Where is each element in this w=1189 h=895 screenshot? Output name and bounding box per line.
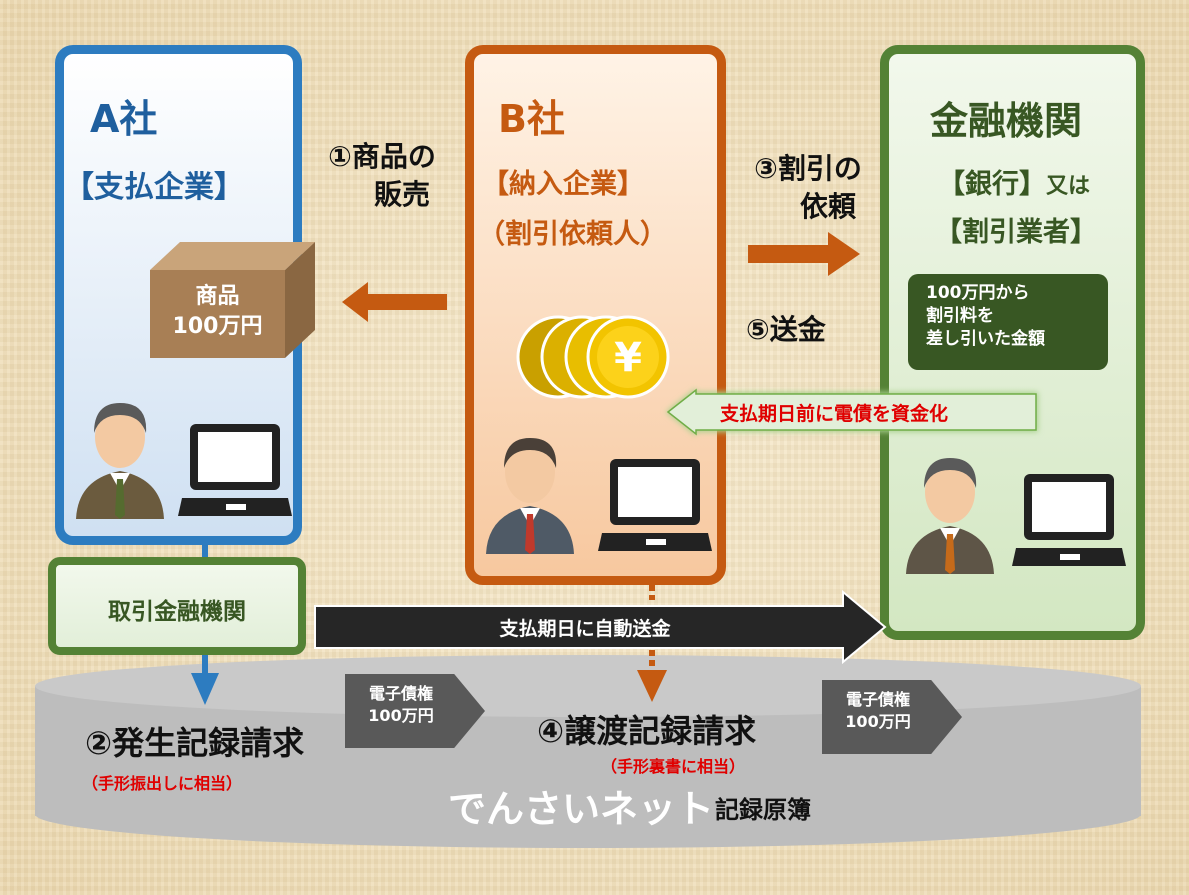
claim-1-line-1: 電子債権 <box>368 684 433 703</box>
claim-tag-2: 電子債権 100万円 <box>822 680 962 754</box>
financial-role1-line: 【銀行】又は <box>938 162 1090 201</box>
step1-label: ①商品の 販売 <box>302 138 462 214</box>
financial-role1: 【銀行】 <box>938 169 1046 200</box>
step3-label: ③割引の 依頼 <box>728 150 888 226</box>
discount-note-badge: 100万円から 割引料を 差し引いた金額 <box>908 274 1108 370</box>
arrow-request-right-icon <box>748 232 860 276</box>
step4-note: （手形裏書に相当） <box>601 757 746 776</box>
discount-note-line-1: 100万円から <box>926 283 1030 303</box>
densai-cylinder-top <box>35 655 1141 717</box>
claim-1-line-2: 100万円 <box>368 706 434 725</box>
step1-line-1: ①商品の <box>328 140 436 173</box>
person-f-icon <box>906 458 994 574</box>
person-b-icon <box>486 438 574 554</box>
goods-line-1: 商品 <box>195 284 240 309</box>
arrow-goods-left-icon <box>342 282 447 322</box>
torihiki-bank-box <box>48 557 306 655</box>
auto-payment-label: 支払期日に自動送金 <box>499 618 671 640</box>
claim-tag-1: 電子債権 100万円 <box>345 674 485 748</box>
banner-text: 支払期日前に電債を資金化 <box>720 403 949 425</box>
laptop-b-icon <box>598 459 712 551</box>
banner-arrow-shape <box>666 388 1038 436</box>
step5-label: ⑤送金 <box>746 313 826 346</box>
step3-line-1: ③割引の <box>754 152 862 185</box>
claim-2-line-2: 100万円 <box>845 712 911 731</box>
step3-line-2: 依頼 <box>799 190 856 223</box>
goods-label: 商品 100万円 <box>150 282 285 342</box>
svg-text:¥: ¥ <box>614 335 642 381</box>
company-b-name: B社 <box>498 97 565 141</box>
company-a-role: 【支払企業】 <box>64 170 244 205</box>
financial-role2: 【割引業者】 <box>935 217 1097 248</box>
company-b-role1: 【納入企業】 <box>482 169 644 200</box>
goods-line-2: 100万円 <box>172 314 263 339</box>
laptop-f-icon <box>1012 474 1126 566</box>
discount-note-line-2: 割引料を <box>926 306 994 326</box>
torihiki-bank-label: 取引金融機関 <box>108 599 246 625</box>
step2-label: ②発生記録請求 <box>85 724 305 762</box>
company-a-name: A社 <box>90 97 158 141</box>
densai-ledger: 記録原簿 <box>715 796 811 824</box>
step1-line-2: 販売 <box>373 178 430 211</box>
goods-box-icon <box>150 242 315 358</box>
discount-note-line-3: 差し引いた金額 <box>926 329 1045 349</box>
step4-label: ④譲渡記録請求 <box>537 712 757 750</box>
densai-name: でんさいネット <box>448 787 715 831</box>
auto-payment-arrow-shape <box>314 589 887 665</box>
person-a-icon <box>76 403 164 519</box>
yen-coins-icon: ¥ <box>516 315 670 399</box>
laptop-a-icon <box>178 424 292 516</box>
company-b-role2: （割引依頼人） <box>478 219 667 250</box>
step2-note: （手形振出しに相当） <box>82 774 243 793</box>
financial-role1-suffix: 又は <box>1046 174 1091 199</box>
claim-2-line-1: 電子債権 <box>845 690 910 709</box>
financial-name: 金融機関 <box>930 99 1083 143</box>
